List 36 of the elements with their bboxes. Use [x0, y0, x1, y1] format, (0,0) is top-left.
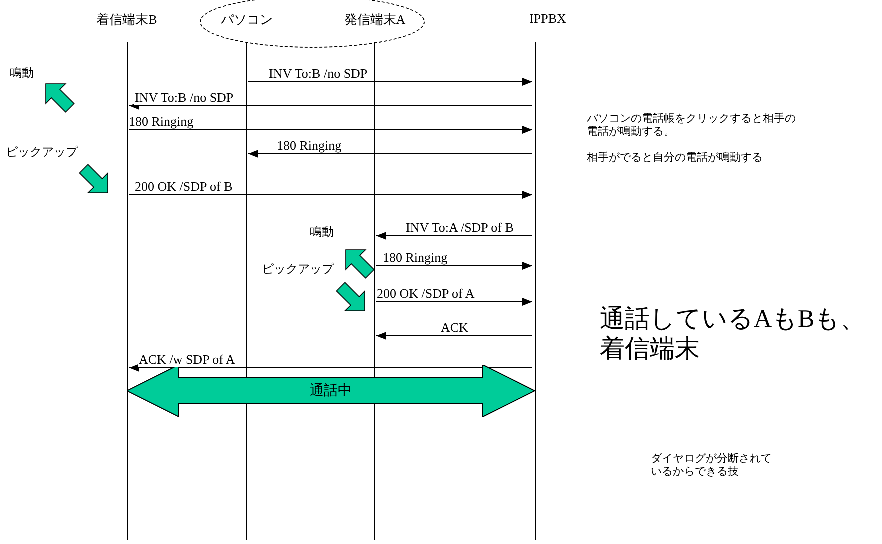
note-text: 相手がでると自分の電話が鳴動する — [587, 151, 763, 164]
message-label: 180 Ringing — [276, 138, 343, 153]
message-label: 180 Ringing — [128, 114, 195, 129]
message-arrow — [376, 232, 533, 240]
message-arrow — [129, 191, 533, 199]
lifeline — [244, 42, 248, 540]
large-note: 通話しているAもBも、着信端末 — [600, 305, 867, 365]
dashed-ellipse — [200, 0, 425, 48]
message-label: ACK — [440, 320, 470, 335]
note-text: ピックアップ — [6, 145, 78, 160]
message-label: 200 OK /SDP of A — [376, 286, 476, 301]
message-label: 200 OK /SDP of B — [134, 179, 234, 194]
message-label: INV To:B /no SDP — [134, 90, 235, 105]
participant-label: パソコン — [221, 11, 273, 29]
message-arrow — [129, 102, 533, 110]
note-text: ダイヤログが分断されているからできる技 — [651, 452, 773, 478]
participant-label: 発信端末A — [344, 11, 406, 29]
message-arrow — [129, 126, 533, 134]
message-label: INV To:B /no SDP — [268, 66, 369, 81]
participant-label: IPPBX — [530, 11, 566, 27]
message-label: INV To:A /SDP of B — [405, 220, 515, 235]
lifeline — [372, 42, 376, 540]
message-arrow — [376, 262, 533, 270]
participant-label: 着信端末B — [96, 11, 158, 29]
note-text: 鳴動 — [310, 225, 334, 240]
message-arrow — [376, 332, 533, 340]
message-arrow — [129, 364, 533, 372]
note-text: 鳴動 — [10, 66, 34, 80]
message-arrow — [248, 78, 533, 86]
arrow-text: 通話中 — [310, 382, 352, 400]
message-label: 180 Ringing — [382, 250, 449, 265]
message-arrow — [248, 150, 533, 158]
message-label: ACK /w SDP of A — [138, 352, 236, 367]
note-text: パソコンの電話帳をクリックすると相手の電話が鳴動する。 — [587, 112, 797, 138]
double-arrow — [127, 365, 535, 417]
note-text: ピックアップ — [262, 262, 334, 276]
